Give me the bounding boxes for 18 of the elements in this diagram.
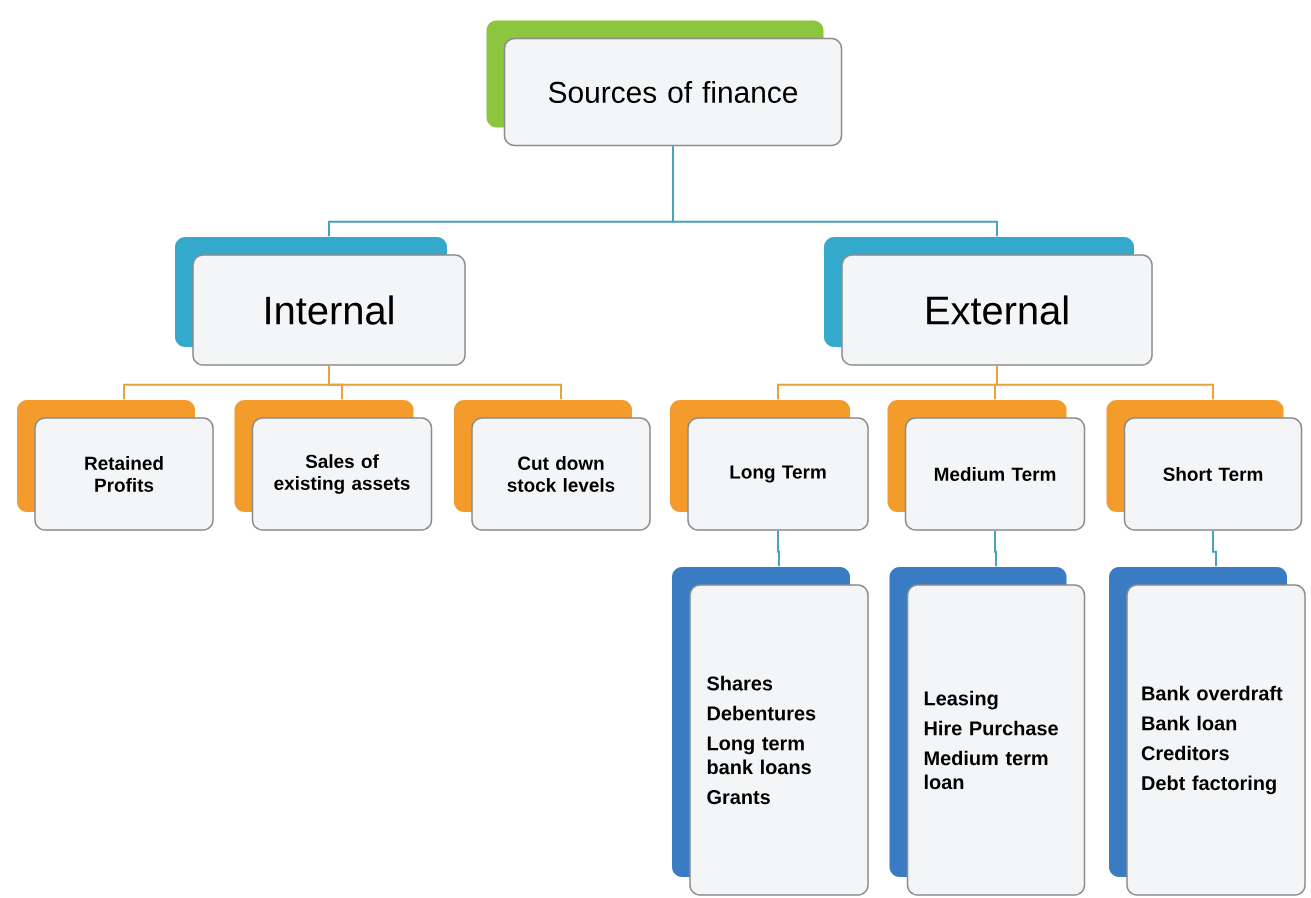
box: Sources of finance xyxy=(486,20,843,147)
box: Cut down stock levels xyxy=(454,400,651,531)
connector xyxy=(777,529,780,568)
box: Retained Profits xyxy=(17,400,214,531)
box: Internal xyxy=(175,237,466,366)
box: Medium Term xyxy=(887,400,1086,531)
box: Long Term xyxy=(670,400,869,531)
box: Shares Debentures Long term bank loans Grants xyxy=(672,567,869,896)
connector xyxy=(328,364,562,401)
connector xyxy=(996,364,1214,401)
box: Bank overdraft Bank loan Creditors Debt factoring xyxy=(1109,567,1306,896)
box: External xyxy=(824,237,1153,366)
box: Sales of existing assets xyxy=(234,400,433,531)
connector xyxy=(672,145,998,238)
connector xyxy=(1212,529,1217,568)
box: Leasing Hire Purchase Medium term loan xyxy=(889,567,1086,896)
box: Short Term xyxy=(1106,400,1303,531)
connector xyxy=(994,529,997,568)
